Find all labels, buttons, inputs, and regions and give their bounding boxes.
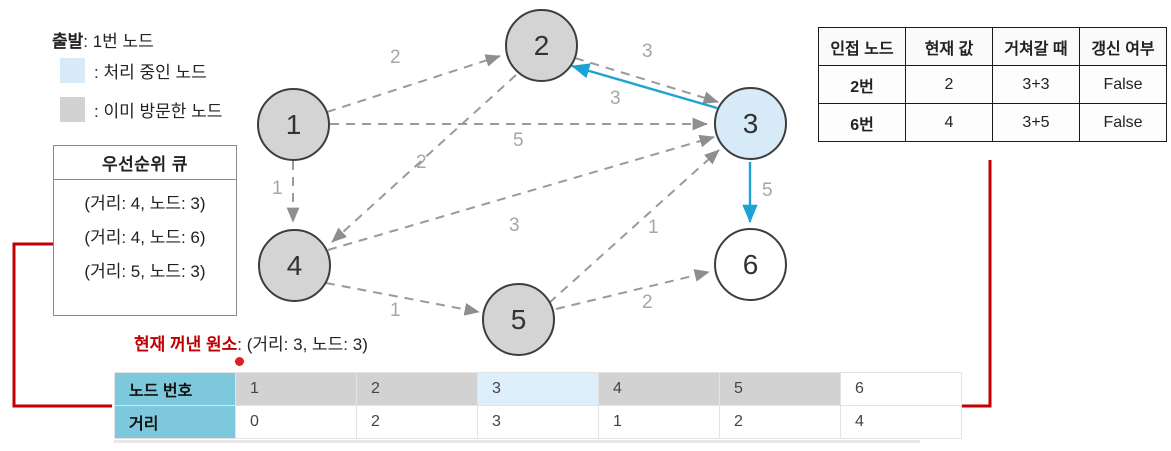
current-element-caption: 현재 꺼낸 원소: (거리: 3, 노드: 3) <box>134 330 368 355</box>
cell-distance: 3 <box>477 405 599 439</box>
column-header-updated: 갱신 여부 <box>1079 27 1167 66</box>
edge-2-3 <box>574 57 719 104</box>
legend-start-value: : 1번 노드 <box>83 32 154 51</box>
legend-processing-label: : 처리 중인 노드 <box>94 63 207 82</box>
graph-node-1[interactable]: 1 <box>257 88 330 161</box>
legend-visited-swatch <box>60 97 85 122</box>
edge-label-2-3: 3 <box>642 41 653 62</box>
highlight-dot-icon <box>234 356 245 367</box>
cell-adjacent-node: 6번 <box>818 103 906 142</box>
legend-processing-swatch <box>60 58 85 83</box>
cell-adjacent-node: 2번 <box>818 65 906 104</box>
priority-queue-box: 우선순위 큐 (거리: 4, 노드: 3) (거리: 4, 노드: 6) (거리… <box>53 145 237 316</box>
adjacency-table: 인접 노드 현재 값 거쳐갈 때 갱신 여부 2번 2 3+3 False 6번… <box>818 27 1167 142</box>
legend-start-key: 출발 <box>52 32 84 51</box>
distance-table-shadow <box>114 440 920 443</box>
column-header-current-value: 현재 값 <box>905 27 993 66</box>
priority-queue-item: (거리: 5, 노드: 3) <box>84 262 206 281</box>
graph-node-2[interactable]: 2 <box>505 9 578 82</box>
edge-label-1-3: 5 <box>513 130 524 151</box>
graph-node-5[interactable]: 5 <box>482 283 555 356</box>
row-header-distance: 거리 <box>114 405 236 439</box>
table-header-row: 인접 노드 현재 값 거쳐갈 때 갱신 여부 <box>818 27 1167 66</box>
cell-current-value: 2 <box>905 65 993 104</box>
current-element-label: 현재 꺼낸 원소 <box>134 335 238 354</box>
cell-via-cost: 3+5 <box>992 103 1080 142</box>
priority-queue-title: 우선순위 큐 <box>54 146 236 180</box>
legend-start-node: 출발: 1번 노드 <box>52 27 154 52</box>
cell-distance: 1 <box>598 405 720 439</box>
edge-label-5-6: 2 <box>642 292 653 313</box>
edge-label-3-2: 3 <box>610 88 621 109</box>
cell-node-number: 3 <box>477 372 599 406</box>
legend-processing-row: : 처리 중인 노드 <box>60 58 207 83</box>
cell-updated: False <box>1079 103 1167 142</box>
edge-4-5 <box>325 282 480 316</box>
current-element-value: : (거리: 3, 노드: 3) <box>237 335 368 354</box>
legend-visited-label: : 이미 방문한 노드 <box>94 102 223 121</box>
legend-visited-row: : 이미 방문한 노드 <box>60 97 222 122</box>
edge-label-4-3: 3 <box>509 215 520 236</box>
graph-node-6[interactable]: 6 <box>714 228 787 301</box>
edge-label-2-4: 2 <box>416 152 427 173</box>
cell-updated: False <box>1079 65 1167 104</box>
edge-label-4-5: 1 <box>390 300 401 321</box>
edge-3-2-active <box>571 63 718 110</box>
cell-node-number: 5 <box>719 372 841 406</box>
cell-distance: 2 <box>356 405 478 439</box>
distance-table: 노드 번호 1 2 3 4 5 6 거리 0 2 3 1 2 4 <box>114 372 962 439</box>
edge-5-3 <box>548 149 720 304</box>
graph-node-3[interactable]: 3 <box>714 87 787 160</box>
cell-current-value: 4 <box>905 103 993 142</box>
cell-node-number: 4 <box>598 372 720 406</box>
table-row-node-numbers: 노드 번호 1 2 3 4 5 6 <box>114 372 962 406</box>
row-header-node-number: 노드 번호 <box>114 372 236 406</box>
priority-queue-item: (거리: 4, 노드: 3) <box>84 194 206 213</box>
cell-node-number: 6 <box>840 372 962 406</box>
column-header-adjacent-node: 인접 노드 <box>818 27 906 66</box>
table-row: 2번 2 3+3 False <box>818 65 1167 104</box>
edge-5-6 <box>555 269 710 310</box>
graph-node-4[interactable]: 4 <box>258 229 331 302</box>
connector-adjtable-to-distance <box>926 160 992 416</box>
cell-node-number: 2 <box>356 372 478 406</box>
cell-via-cost: 3+3 <box>992 65 1080 104</box>
table-row-distances: 거리 0 2 3 1 2 4 <box>114 405 962 439</box>
edge-label-5-3: 1 <box>648 217 659 238</box>
edge-1-2 <box>326 54 501 113</box>
edge-label-3-6: 5 <box>762 180 773 201</box>
cell-node-number: 1 <box>235 372 357 406</box>
cell-distance: 4 <box>840 405 962 439</box>
cell-distance: 0 <box>235 405 357 439</box>
edge-label-1-2: 2 <box>390 47 401 68</box>
column-header-via-cost: 거쳐갈 때 <box>992 27 1080 66</box>
table-row: 6번 4 3+5 False <box>818 103 1167 142</box>
edge-label-1-4: 1 <box>272 178 283 199</box>
priority-queue-item: (거리: 4, 노드: 6) <box>84 228 206 247</box>
cell-distance: 2 <box>719 405 841 439</box>
